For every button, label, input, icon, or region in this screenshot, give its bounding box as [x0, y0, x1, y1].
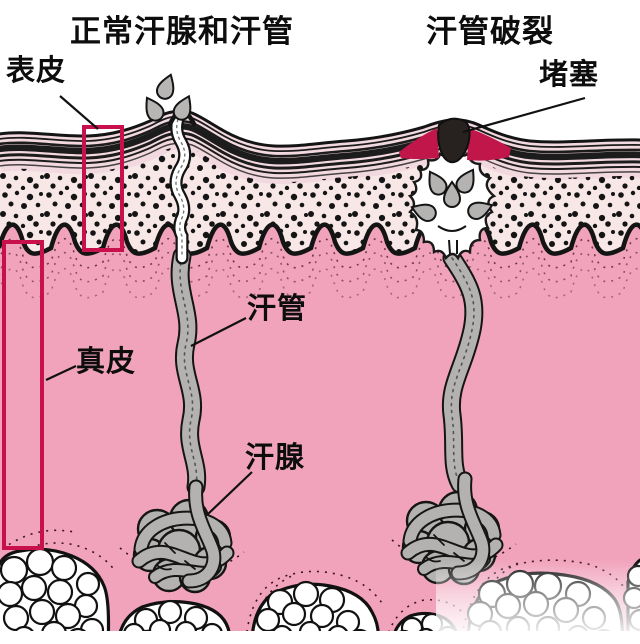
title-normal-gland: 正常汗腺和汗管 [70, 14, 294, 50]
bottom-white-strip [0, 631, 640, 644]
bottom-right-fade [436, 560, 640, 632]
epidermis-pointer-line [59, 95, 99, 130]
inflammation [399, 128, 511, 161]
label-sweat-gland: 汗腺 [245, 440, 306, 474]
dermis-highlight-box [2, 240, 44, 550]
duct-rupture-burst [407, 150, 497, 261]
dermis-pointer-line [45, 365, 77, 381]
blockage-pointer-line [462, 96, 586, 134]
title-duct-rupture: 汗管破裂 [426, 14, 554, 50]
label-blockage: 堵塞 [539, 57, 600, 91]
sweat-gland-pointer-line [207, 471, 253, 515]
label-dermis: 真皮 [76, 344, 137, 378]
sweat-duct-pointer-line [190, 317, 247, 347]
pointer-lines [45, 95, 586, 515]
left-sweat-duct [167, 107, 207, 497]
right-sweat-duct [441, 248, 484, 494]
blockage-plug [437, 117, 471, 164]
epidermis-highlight-box [82, 125, 124, 252]
label-sweat-duct: 汗管 [247, 291, 308, 325]
label-epidermis: 表皮 [6, 53, 67, 87]
sweat-droplet-icon [153, 71, 180, 103]
